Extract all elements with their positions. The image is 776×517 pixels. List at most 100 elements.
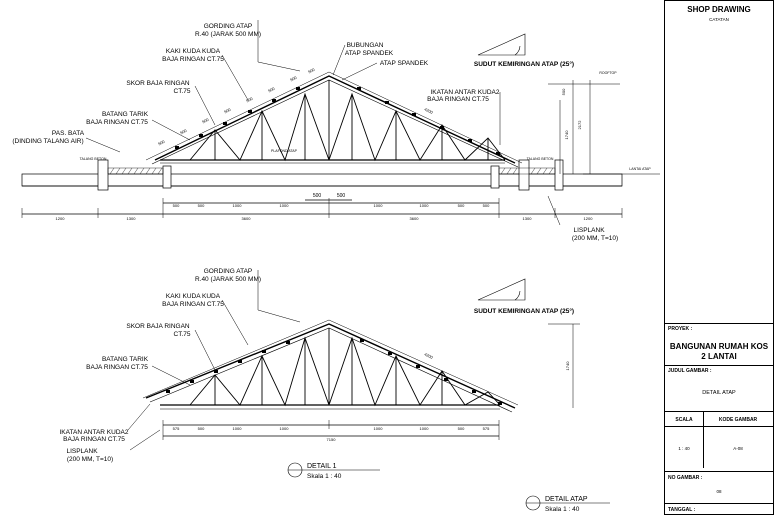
- tb-kode-value: A-08: [733, 446, 743, 451]
- dim-bottom-3: 3600: [242, 216, 252, 221]
- slope-title-1: SUDUT KEMIRINGAN ATAP (25°): [474, 60, 574, 68]
- d2-label-gording: GORDING ATAP: [204, 268, 253, 275]
- d2-label-skor-spec: CT.75: [174, 331, 191, 338]
- label-rooftop: ROOFTOP: [599, 71, 617, 75]
- label-kaki-spec: BAJA RINGAN CT.75: [162, 56, 224, 63]
- truss-outline-2: [145, 323, 516, 409]
- height-dim-3: 2172: [577, 120, 582, 130]
- detail1-title: DETAIL 1: [307, 463, 337, 470]
- slope-triangle-1: [477, 33, 526, 56]
- purlins-2: [166, 339, 502, 405]
- rafter-dim-7: 500: [289, 75, 298, 83]
- rafter-dim-3: 500: [201, 117, 210, 125]
- d2-label-kaki: KAKI KUDA KUDA: [166, 293, 221, 300]
- label-gording-spec: R.40 (JARAK 500 MM): [195, 31, 261, 38]
- detail-title-marker-2: [525, 495, 610, 511]
- rafter-dim-8: 500: [307, 67, 316, 75]
- purlins: [175, 87, 500, 155]
- height-dim-1: 500: [561, 88, 566, 95]
- detail-atap-scale: Skala 1 : 40: [545, 506, 580, 513]
- detail-2-section: [142, 319, 580, 440]
- tb-proyek-line2: 2 LANTAI: [701, 352, 737, 361]
- tb-judul: DETAIL ATAP: [702, 390, 736, 396]
- label-ikatan: IKATAN ANTAR KUDA2: [431, 89, 500, 96]
- column-right: [518, 159, 530, 191]
- d2-label-ikatan: IKATAN ANTAR KUDA2: [60, 429, 129, 436]
- label-bubungan: BUBUNGAN: [347, 42, 384, 49]
- label-ikatan-spec: BAJA RINGAN CT.75: [427, 96, 489, 103]
- label-talang-right: TALANG BETON: [527, 157, 554, 161]
- d2-dim-total: 7150: [327, 437, 337, 442]
- slope-title-2: SUDUT KEMIRINGAN ATAP (25°): [474, 307, 574, 315]
- d2-dim-7: 500: [458, 426, 465, 431]
- label-batang-spec: BAJA RINGAN CT.75: [86, 119, 148, 126]
- rafter-dim-5: 500: [245, 96, 254, 104]
- d2-height: 1740: [565, 361, 570, 371]
- dim-bottom-2: 1300: [127, 216, 137, 221]
- rafter-dim-right: 4200: [424, 106, 435, 115]
- d2-dim-8: 575: [483, 426, 490, 431]
- tb-header: SHOP DRAWING: [687, 5, 751, 14]
- label-pas-bata-spec: (DINDING TALANG AIR): [12, 138, 83, 145]
- rafter-dim-4: 500: [223, 107, 232, 115]
- dim-top-3: 1000: [233, 203, 243, 208]
- detail1-scale: Skala 1 : 40: [307, 473, 342, 480]
- d2-label-gording-spec: R.40 (JARAK 500 MM): [195, 276, 261, 283]
- detail-1-section: [21, 71, 660, 218]
- dim-top-5: 1000: [374, 203, 384, 208]
- dim-center-b: 500: [337, 193, 346, 199]
- leader-lines: [85, 20, 561, 451]
- tb-no-row: NO GAMBAR : 08: [665, 471, 773, 503]
- detail-title-marker-1: [287, 462, 380, 478]
- dim-top-7: 500: [458, 203, 465, 208]
- tb-no-value: 08: [716, 489, 722, 494]
- d2-label-batang: BATANG TARIK: [102, 356, 149, 363]
- d2-label-kaki-spec: BAJA RINGAN CT.75: [162, 301, 224, 308]
- gutter-left: [107, 167, 164, 175]
- dim-top-6: 1000: [420, 203, 430, 208]
- label-kaki: KAKI KUDA KUDA: [166, 48, 221, 55]
- tb-kode-label: KODE GAMBAR: [718, 417, 758, 423]
- dim-top-4: 1000: [280, 203, 290, 208]
- drawing-area: GORDING ATAP R.40 (JARAK 500 MM) KAKI KU…: [12, 20, 660, 513]
- tb-proyek-line1: BANGUNAN RUMAH KOS: [669, 342, 769, 351]
- gutter-right: [498, 167, 556, 175]
- tb-judul-label: JUDUL GAMBAR :: [668, 368, 712, 374]
- label-lisplank: LISPLANK: [573, 227, 605, 234]
- height-dim-2: 1740: [564, 130, 569, 140]
- dim-bottom-4: 3600: [410, 216, 420, 221]
- label-skor-spec: CT.75: [174, 88, 191, 95]
- detail-atap-title: DETAIL ATAP: [545, 496, 588, 503]
- d2-label-lisplank: LISPLANK: [66, 448, 98, 455]
- tb-proyek-row: PROYEK : BANGUNAN RUMAH KOS 2 LANTAI: [665, 323, 773, 361]
- label-lisplank-spec: (200 MM, T=10): [572, 235, 618, 242]
- dim-top-2: 500: [198, 203, 205, 208]
- tb-judul-row: JUDUL GAMBAR : DETAIL ATAP: [665, 365, 773, 411]
- d2-rafter-right: 4200: [424, 351, 435, 360]
- label-talang-left: TALANG BETON: [80, 157, 107, 161]
- d2-dim-6: 1000: [420, 426, 430, 431]
- label-skor: SKOR BAJA RINGAN: [126, 80, 190, 87]
- tb-no-label: NO GAMBAR :: [668, 475, 703, 481]
- dim-top-1: 500: [173, 203, 180, 208]
- d2-dim-4: 1000: [280, 426, 290, 431]
- d2-dim-5: 1000: [374, 426, 384, 431]
- dim-center-a: 500: [313, 193, 322, 199]
- tb-proyek-label: PROYEK :: [668, 326, 693, 332]
- d2-label-batang-spec: BAJA RINGAN CT.75: [86, 364, 148, 371]
- label-atap: ATAP SPANDEK: [380, 60, 429, 67]
- label-batang: BATANG TARIK: [102, 111, 149, 118]
- label-pas-bata: PAS. BATA: [52, 130, 85, 137]
- label-lantai: LANTAI ATAP: [629, 167, 651, 171]
- floor-slab: [21, 173, 623, 187]
- d2-label-skor: SKOR BAJA RINGAN: [126, 323, 190, 330]
- dim-top-8: 500: [483, 203, 490, 208]
- truss-webs: [189, 80, 506, 162]
- truss-webs-2: [189, 328, 501, 407]
- tb-tanggal-row: TANGGAL :: [665, 503, 773, 514]
- tb-scala-label: SCALA: [675, 417, 693, 423]
- rafter-dim-1: 500: [157, 139, 166, 147]
- slope-triangle-2: [477, 278, 526, 301]
- tb-tanggal-label: TANGGAL :: [668, 507, 696, 513]
- tb-catatan: CATATAN: [709, 17, 729, 22]
